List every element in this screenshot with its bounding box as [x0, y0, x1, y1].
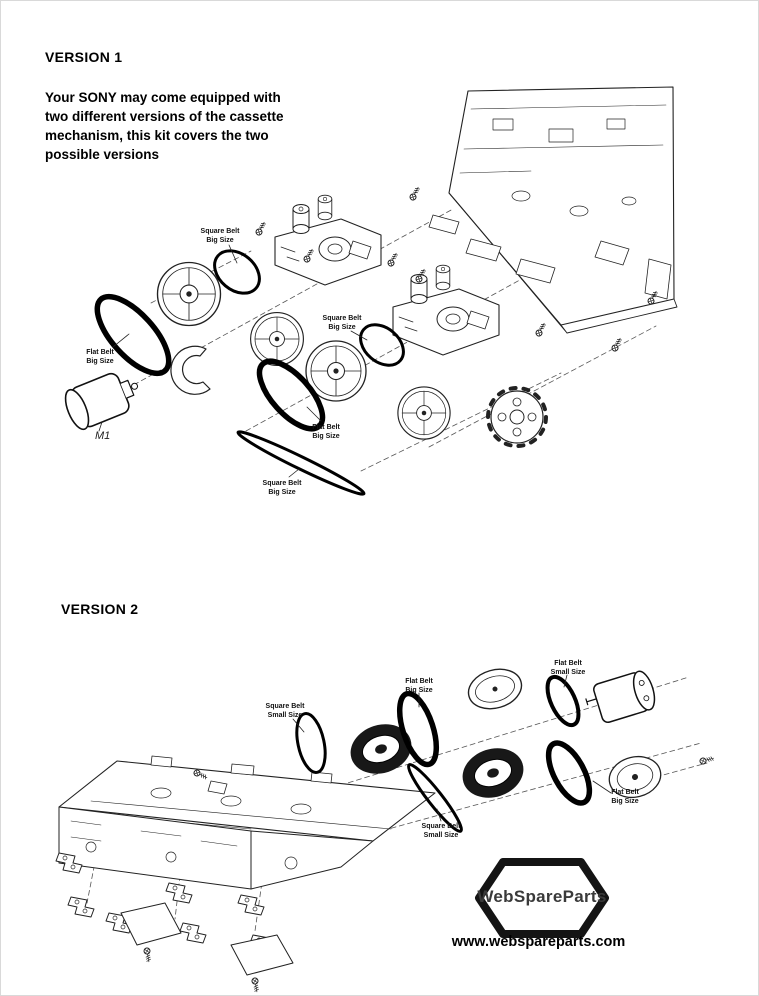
loose-plate — [207, 780, 228, 795]
bracket — [179, 922, 207, 944]
version2-title: VERSION 2 — [61, 601, 139, 617]
chassis-plate-v1 — [448, 86, 678, 334]
label-square-belt-big-bottom: Square Belt Big Size — [262, 480, 302, 497]
capstan-assembly-a — [275, 195, 381, 285]
gear-wheel — [486, 386, 548, 448]
motor-m1-label: M1 — [95, 430, 111, 442]
capstan-assembly-b — [393, 265, 499, 355]
label-square-belt-small-bottom: Square Belt Small Size — [421, 823, 461, 840]
pulley — [397, 386, 451, 440]
label-flat-belt-small-top: Flat Belt Small Size — [550, 660, 586, 677]
label-square-belt-big-top: Square Belt Big Size — [200, 228, 240, 245]
bracket — [67, 896, 95, 918]
motor-v2 — [585, 670, 656, 723]
brand-logo-text: WebSpareParts — [477, 887, 607, 906]
label-flat-belt-big-mid: Flat Belt Big Size — [312, 424, 340, 441]
screw — [143, 947, 153, 963]
label-flat-belt-big-right: Flat Belt Big Size — [611, 789, 639, 806]
label-flat-belt-big-left: Flat Belt Big Size — [86, 349, 114, 366]
bracket — [165, 882, 193, 904]
label-square-belt-big-mid: Square Belt Big Size — [322, 315, 362, 332]
mount-plate — [120, 902, 182, 946]
version1-title: VERSION 1 — [45, 49, 123, 65]
loose-plate — [428, 214, 460, 235]
loose-plate — [515, 258, 556, 284]
screw — [251, 977, 261, 993]
screw — [408, 185, 422, 202]
bracket — [237, 894, 265, 916]
flywheel — [250, 312, 304, 366]
label-flat-belt-big-top: Flat Belt Big Size — [405, 678, 433, 695]
flywheel-roller — [455, 740, 531, 806]
roller — [467, 668, 523, 710]
website-url: www.webspareparts.com — [451, 934, 626, 950]
label-square-belt-small-top: Square Belt Small Size — [265, 703, 305, 720]
version1-diagram — [64, 86, 678, 496]
square-belt-small-top — [295, 712, 327, 774]
mount-plate — [230, 934, 294, 976]
flywheel-roller — [343, 716, 419, 782]
version2-diagram — [55, 668, 715, 993]
screw — [534, 321, 548, 338]
flat-belt-big-top — [396, 690, 440, 768]
flat-belt-big-mid — [256, 358, 326, 432]
square-belt-big-mid — [359, 323, 405, 367]
square-belt-big-top — [213, 249, 261, 295]
square-belt-big-bottom — [236, 430, 366, 496]
flat-belt-big-left — [94, 293, 172, 377]
loose-plate — [465, 238, 502, 262]
intro-text: Your SONY may come equipped with two dif… — [45, 90, 284, 162]
belt-guide — [170, 345, 211, 395]
square-belt-small-bottom — [407, 763, 463, 833]
motor-m1 — [64, 372, 139, 431]
pulley — [608, 755, 662, 799]
screw — [386, 251, 400, 268]
chassis-plate-v2 — [58, 755, 436, 890]
flywheel — [156, 261, 222, 327]
flat-belt-small-top — [545, 674, 581, 728]
flat-belt-big-right — [545, 740, 593, 806]
screw — [254, 220, 268, 237]
logo-hexagon — [475, 858, 609, 938]
